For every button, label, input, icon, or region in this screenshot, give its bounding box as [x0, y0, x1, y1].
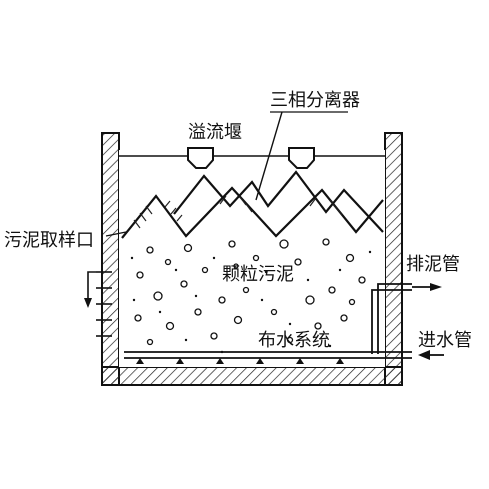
tank-walls [101, 132, 403, 386]
sampling-arrow-icon [84, 298, 92, 308]
separator-leader-line [255, 111, 283, 201]
sampling-pointer-line [105, 231, 127, 237]
right-wall [384, 132, 403, 386]
sampling-ports [87, 271, 112, 337]
sludge-granules [134, 238, 366, 346]
weir-right [288, 147, 315, 169]
label-sludge-outlet: 排泥管 [406, 254, 460, 275]
separator-lower-zigzag [121, 186, 384, 239]
three-phase-separator [121, 170, 384, 239]
water-inlet-arrow-icon [418, 350, 430, 360]
overflow-weirs [187, 147, 315, 169]
label-separator: 三相分离器 [270, 90, 360, 111]
label-distribution-system: 布水系统 [258, 330, 330, 351]
sludge-discharge-pipe [371, 283, 432, 354]
tank-floor [101, 366, 403, 386]
distribution-nozzles [136, 358, 344, 364]
weir-left [187, 147, 214, 169]
label-granular-sludge: 颗粒污泥 [222, 264, 294, 285]
left-wall [101, 132, 120, 386]
separator-hatching [133, 195, 343, 229]
separator-upper-zigzag [173, 170, 384, 233]
sludge-dots [130, 250, 372, 354]
sludge-outlet-arrow-icon [430, 283, 442, 291]
water-distribution-system [124, 351, 412, 359]
label-water-inlet: 进水管 [418, 330, 472, 351]
sampling-pipe [87, 271, 96, 300]
label-weir: 溢流堰 [188, 122, 242, 143]
label-sampling-port: 污泥取样口 [4, 230, 94, 251]
